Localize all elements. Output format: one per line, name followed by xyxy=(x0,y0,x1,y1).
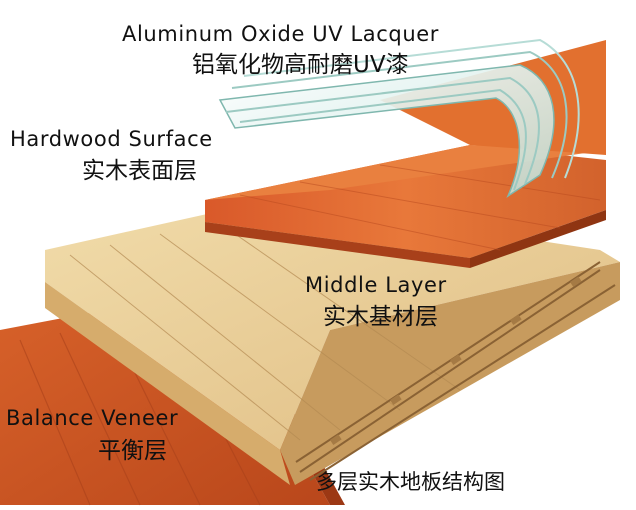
lacquer-label-en: Aluminum Oxide UV Lacquer xyxy=(122,22,439,46)
lacquer-label-zh: 铝氧化物高耐磨UV漆 xyxy=(192,52,409,78)
hardwood-label-en: Hardwood Surface xyxy=(10,127,213,151)
middle-label-zh: 实木基材层 xyxy=(323,304,438,330)
diagram-caption: 多层实木地板结构图 xyxy=(316,470,505,494)
balance-label-en: Balance Veneer xyxy=(6,406,179,430)
middle-label-en: Middle Layer xyxy=(305,273,447,297)
hardwood-label-zh: 实木表面层 xyxy=(82,158,197,184)
balance-label-zh: 平衡层 xyxy=(98,438,167,464)
uv-lacquer-sheets xyxy=(218,38,580,199)
